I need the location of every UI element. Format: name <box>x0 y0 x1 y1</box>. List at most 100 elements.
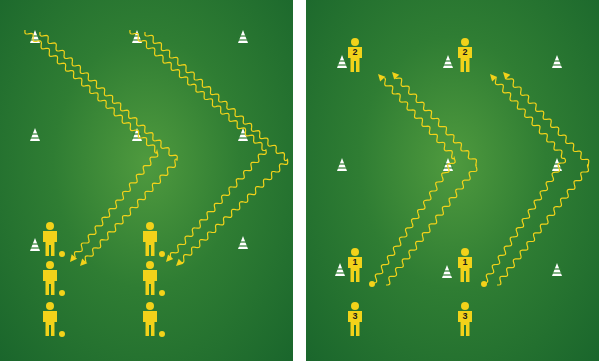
player-body <box>348 257 362 282</box>
player-number: 1 <box>348 257 362 267</box>
cone-body <box>552 263 562 276</box>
cone-stripe <box>133 133 141 134</box>
player <box>458 38 472 72</box>
cone-body <box>335 263 345 276</box>
cone-stripe <box>337 167 347 168</box>
arrowhead <box>176 259 183 266</box>
arrowhead <box>392 72 399 80</box>
player-body <box>143 311 157 336</box>
cone-stripe <box>238 39 248 40</box>
player-head <box>461 248 469 256</box>
dribble-path <box>40 32 177 263</box>
dribble-path <box>497 78 589 285</box>
player <box>143 222 157 256</box>
cone-body <box>337 55 347 68</box>
cone-stripe <box>335 272 345 273</box>
dribble-path <box>130 30 266 258</box>
cone-stripe <box>133 35 141 36</box>
player-head <box>46 261 54 269</box>
player-head <box>46 302 54 310</box>
cone <box>442 265 452 278</box>
cone <box>30 128 40 141</box>
cone <box>552 158 562 171</box>
cone-stripe <box>553 60 561 61</box>
ball <box>59 290 65 296</box>
player-head <box>461 38 469 46</box>
cone-body <box>442 265 452 278</box>
arrowhead <box>70 254 77 262</box>
cone-stripe <box>238 137 248 138</box>
cone-body <box>30 128 40 141</box>
ball <box>159 331 165 337</box>
cone-stripe <box>442 274 452 275</box>
player-head <box>46 222 54 230</box>
cone-stripe <box>31 243 39 244</box>
arrowhead <box>166 254 173 262</box>
player-body <box>458 257 472 282</box>
cone-stripe <box>30 137 40 138</box>
cone <box>337 158 347 171</box>
cone-stripe <box>239 241 247 242</box>
cone <box>443 55 453 68</box>
player <box>143 261 157 295</box>
player-head <box>351 248 359 256</box>
player-body <box>43 231 57 256</box>
cone-stripe <box>552 167 562 168</box>
cone-body <box>552 55 562 68</box>
cone-body <box>238 128 248 141</box>
cone-stripe <box>338 163 346 164</box>
ball <box>481 281 487 287</box>
player-head <box>461 302 469 310</box>
ball <box>159 290 165 296</box>
cone-body <box>238 236 248 249</box>
cone <box>238 236 248 249</box>
cone-stripe <box>443 270 451 271</box>
cone <box>238 30 248 43</box>
player-body <box>348 47 362 72</box>
cone-stripe <box>31 133 39 134</box>
cone-stripe <box>31 35 39 36</box>
cone-stripe <box>338 60 346 61</box>
cone-stripe <box>238 245 248 246</box>
cone-stripe <box>239 35 247 36</box>
player <box>458 248 472 282</box>
player-body <box>458 311 472 336</box>
arrowhead <box>503 72 510 80</box>
ball <box>59 331 65 337</box>
cone <box>30 238 40 251</box>
cone-stripe <box>553 268 561 269</box>
player-body <box>348 311 362 336</box>
cone-stripe <box>336 268 344 269</box>
arrowhead <box>490 74 497 82</box>
cone-body <box>552 158 562 171</box>
player-body <box>458 47 472 72</box>
ball <box>59 251 65 257</box>
player-number: 1 <box>458 257 472 267</box>
player-number: 3 <box>458 311 472 321</box>
cone-body <box>30 238 40 251</box>
cone <box>335 263 345 276</box>
cone-body <box>238 30 248 43</box>
player-body <box>143 231 157 256</box>
cone-stripe <box>552 64 562 65</box>
player <box>348 248 362 282</box>
player <box>458 302 472 336</box>
player-head <box>351 302 359 310</box>
cone-stripe <box>337 64 347 65</box>
cone-stripe <box>132 39 142 40</box>
player-head <box>146 302 154 310</box>
ball <box>159 251 165 257</box>
ball <box>369 281 375 287</box>
player <box>348 38 362 72</box>
player <box>43 302 57 336</box>
player-body <box>143 270 157 295</box>
cone-stripe <box>30 247 40 248</box>
cone-body <box>337 158 347 171</box>
cone-stripe <box>444 60 452 61</box>
player-number: 2 <box>348 47 362 57</box>
cone <box>337 55 347 68</box>
dribble-path <box>373 78 455 283</box>
player-number: 2 <box>458 47 472 57</box>
